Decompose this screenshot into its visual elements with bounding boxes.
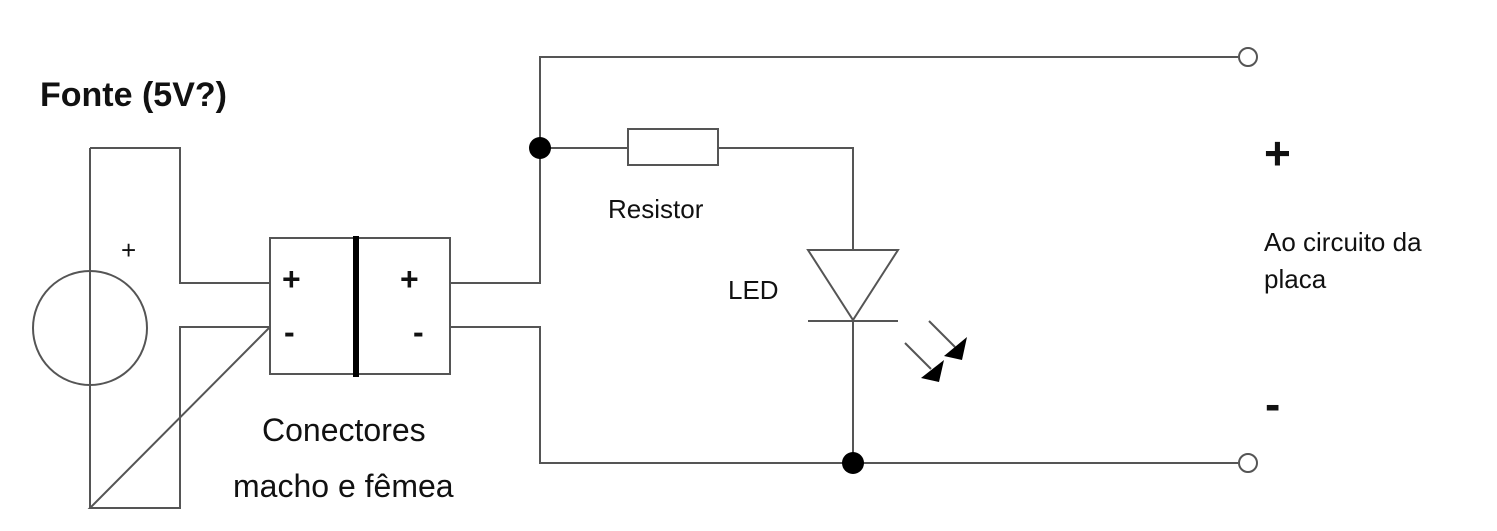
- resistor-symbol: [627, 128, 719, 166]
- connector-right-plus: +: [400, 261, 419, 297]
- connector-left-plus: +: [282, 261, 301, 297]
- source-outline: [87, 147, 273, 509]
- positive-junction-dot: [529, 137, 551, 159]
- connectors-caption-line1: Conectores: [262, 412, 426, 448]
- positive-output-terminal: [1238, 47, 1258, 67]
- output-caption-line1: Ao circuito da: [1264, 227, 1422, 257]
- led-light-arrows: [904, 320, 967, 382]
- source-title: Fonte (5V?): [40, 76, 227, 114]
- negative-rail: [450, 326, 1238, 464]
- output-caption-line2: placa: [1264, 264, 1327, 294]
- resistor-label: Resistor: [608, 194, 704, 224]
- negative-junction-dot: [842, 452, 864, 474]
- led-symbol: [806, 249, 900, 322]
- negative-output-terminal: [1238, 453, 1258, 473]
- led-branch-wire: [540, 147, 854, 463]
- output-minus-label: -: [1265, 378, 1280, 430]
- connector-right-minus: -: [413, 314, 424, 350]
- connector-box: [269, 237, 451, 375]
- positive-rail: [450, 56, 1238, 284]
- source-plus-mark: +: [121, 235, 136, 265]
- output-plus-label: +: [1264, 127, 1291, 179]
- connectors-caption-line2: macho e fêmea: [233, 468, 454, 504]
- led-label: LED: [728, 275, 779, 305]
- connector-left-minus: -: [284, 314, 295, 350]
